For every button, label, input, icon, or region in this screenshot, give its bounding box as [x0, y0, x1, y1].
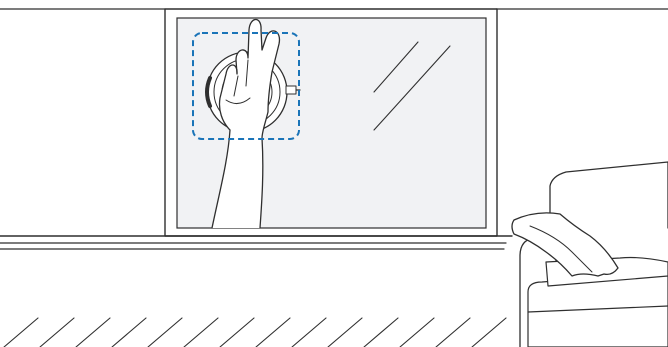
floor-hatch-line — [40, 318, 74, 347]
floor-hatch-line — [364, 318, 398, 347]
window-sill — [0, 236, 512, 249]
floor-hatch-line — [328, 318, 362, 347]
floor-hatch-line — [76, 318, 110, 347]
floor-hatching — [4, 318, 506, 347]
floor-hatch-line — [256, 318, 290, 347]
sofa — [512, 162, 668, 347]
floor-hatch-line — [436, 318, 470, 347]
floor-hatch-line — [148, 318, 182, 347]
window — [165, 9, 497, 236]
floor-hatch-line — [184, 318, 218, 347]
floor-hatch-line — [4, 318, 38, 347]
floor-hatch-line — [400, 318, 434, 347]
floor-hatch-line — [220, 318, 254, 347]
floor-hatch-line — [472, 318, 506, 347]
floor-hatch-line — [292, 318, 326, 347]
floor-hatch-line — [112, 318, 146, 347]
